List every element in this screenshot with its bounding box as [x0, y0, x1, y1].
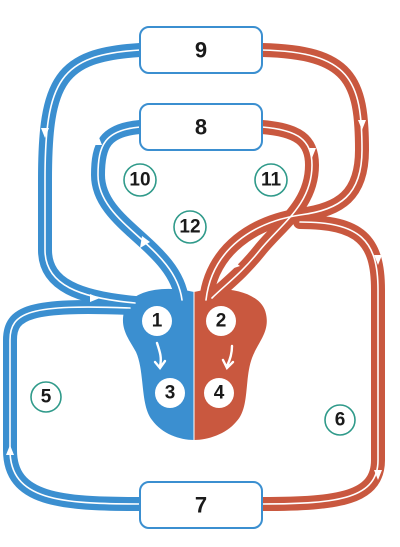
chamber-1: 1 — [142, 306, 172, 336]
flow-arrow-11 — [228, 260, 240, 270]
artery-upper-inner — [205, 120, 319, 305]
box-7: 7 — [139, 481, 263, 529]
flow-line-blue-lower — [9, 306, 141, 505]
flow-line-red-outer — [205, 49, 363, 301]
label-6: 6 — [324, 404, 356, 436]
flow-arrow-7 — [358, 120, 366, 130]
artery-lower — [255, 215, 385, 511]
flow-arrow-9 — [374, 255, 382, 265]
chamber-4: 4 — [204, 378, 234, 408]
label-5: 5 — [30, 381, 62, 413]
label-11: 11 — [254, 163, 288, 197]
flow-arrow-2 — [94, 135, 102, 145]
flow-arrow-8 — [308, 148, 316, 158]
flow-line-blue-outer — [44, 49, 141, 304]
flow-line-red-lower — [261, 221, 379, 505]
flow-arrow-1 — [41, 128, 49, 138]
label-11-text: 11 — [261, 170, 282, 191]
vein-upper-inner — [91, 120, 189, 307]
label-5-text: 5 — [41, 387, 52, 408]
flow-line-red-inner — [211, 126, 313, 299]
label-10-text: 10 — [129, 170, 150, 191]
heart-arrow-left — [153, 341, 167, 370]
box-9: 9 — [139, 26, 263, 74]
box-7-label: 7 — [195, 493, 207, 518]
label-6-text: 6 — [335, 410, 346, 431]
chamber-1-label: 1 — [152, 311, 163, 332]
flow-arrow-4 — [90, 294, 100, 302]
flow-arrow-10 — [374, 470, 382, 480]
flow-arrow-3 — [140, 236, 150, 248]
chamber-4-label: 4 — [214, 383, 225, 404]
label-10: 10 — [123, 163, 157, 197]
chamber-2: 2 — [206, 306, 236, 336]
box-9-label: 9 — [195, 38, 207, 63]
chamber-3-label: 3 — [165, 383, 176, 404]
heart-arrow-right — [221, 344, 235, 371]
chamber-2-label: 2 — [216, 311, 227, 332]
flow-line-blue-inner — [97, 126, 183, 301]
flow-arrow-5 — [6, 445, 14, 455]
vein-lower — [3, 300, 147, 511]
chamber-3: 3 — [155, 378, 185, 408]
label-12: 12 — [173, 210, 207, 244]
label-12-text: 12 — [179, 217, 200, 238]
box-8: 8 — [139, 103, 263, 151]
flow-arrow-6 — [334, 47, 342, 57]
box-8-label: 8 — [195, 115, 207, 140]
